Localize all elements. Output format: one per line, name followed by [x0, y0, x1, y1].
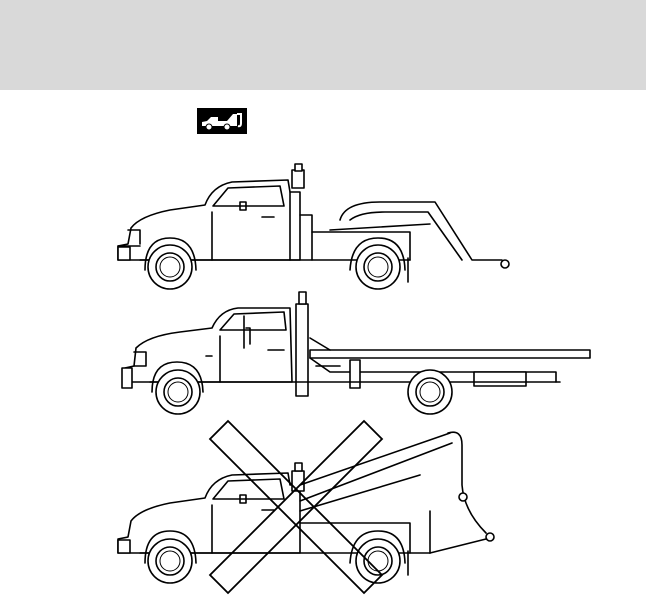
sling-type-tow-truck-figure — [0, 415, 646, 596]
header-band — [0, 0, 646, 90]
tow-truck-icon — [197, 108, 247, 134]
flatbed-tow-truck-figure — [0, 288, 646, 423]
wheel-lift-tow-truck-figure — [0, 160, 646, 295]
